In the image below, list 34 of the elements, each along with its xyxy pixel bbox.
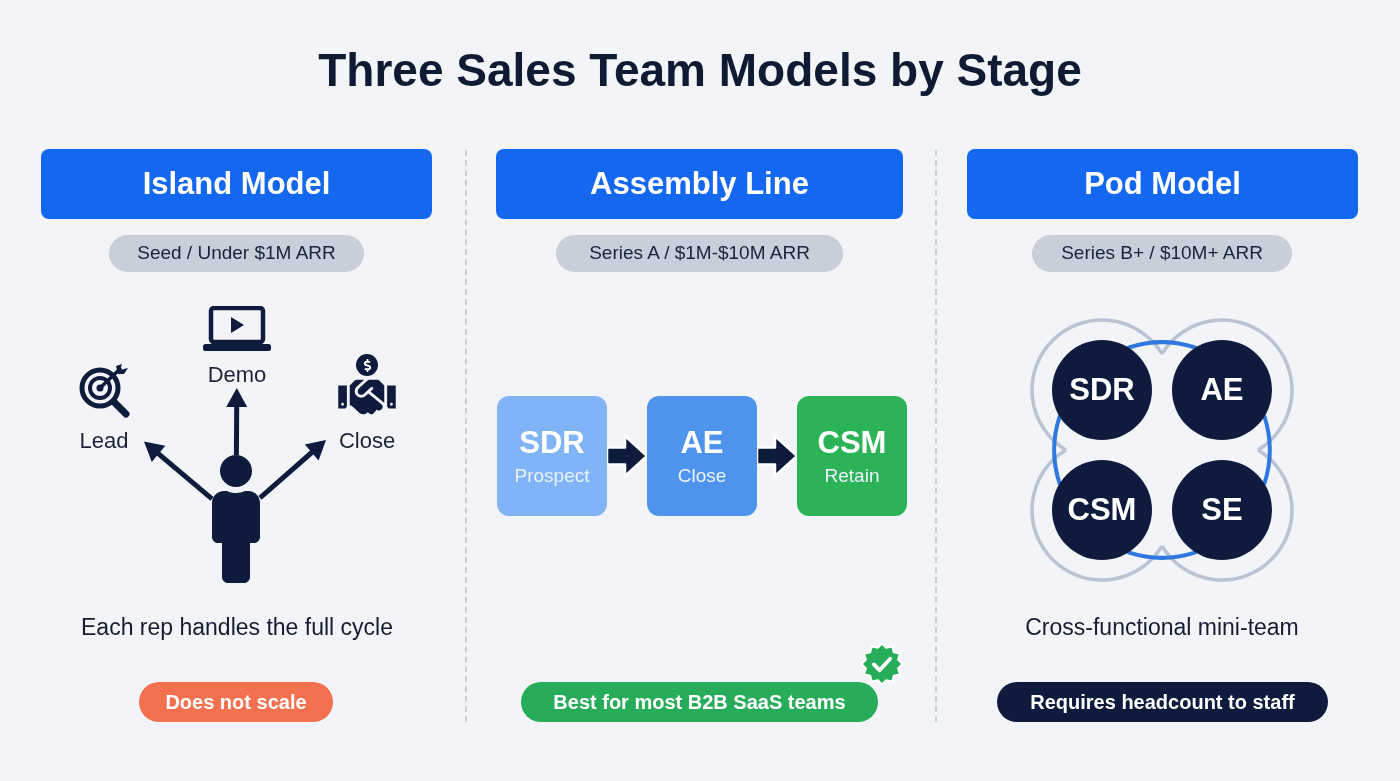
- arrow: [258, 440, 326, 500]
- stage-tag: Series A / $1M-$10M ARR: [556, 235, 843, 272]
- column-header: Assembly Line: [496, 149, 903, 219]
- role-task: Close: [677, 466, 727, 485]
- role-task: Prospect: [514, 466, 590, 485]
- step-label: Lead: [79, 428, 129, 454]
- link-arc: [1052, 414, 1062, 486]
- column-header: Pod Model: [967, 149, 1358, 219]
- role-name: AE: [680, 427, 724, 458]
- arrow: [226, 388, 248, 455]
- role-name: CSM: [817, 427, 887, 458]
- role-box: [647, 396, 757, 516]
- role-name: SDR: [519, 427, 585, 458]
- recommendation-tag: Best for most B2B SaaS teams: [521, 682, 878, 722]
- description-text: Cross-functional mini-team: [1025, 613, 1299, 642]
- arrow: [144, 441, 214, 501]
- role-box: [497, 396, 607, 516]
- stage-tag: Seed / Under $1M ARR: [109, 235, 364, 272]
- step-label: Demo: [207, 362, 267, 388]
- drawback-tag: Does not scale: [139, 682, 333, 722]
- role-task: Retain: [824, 466, 880, 485]
- arrow: [605, 434, 649, 478]
- stage-tag: Series B+ / $10M+ ARR: [1032, 235, 1292, 272]
- arrow: [755, 434, 799, 478]
- role-box: [797, 396, 907, 516]
- column-header: Island Model: [41, 149, 432, 219]
- requirement-tag: Requires headcount to staff: [997, 682, 1328, 722]
- person-icon: [212, 455, 260, 583]
- link-arc: [1262, 414, 1272, 486]
- step-label: Close: [338, 428, 396, 454]
- title: Three Sales Team Models by Stage: [318, 43, 1082, 98]
- description-text: Each rep handles the full cycle: [81, 613, 393, 642]
- link-arc: [1126, 340, 1198, 350]
- link-arc: [1126, 550, 1198, 560]
